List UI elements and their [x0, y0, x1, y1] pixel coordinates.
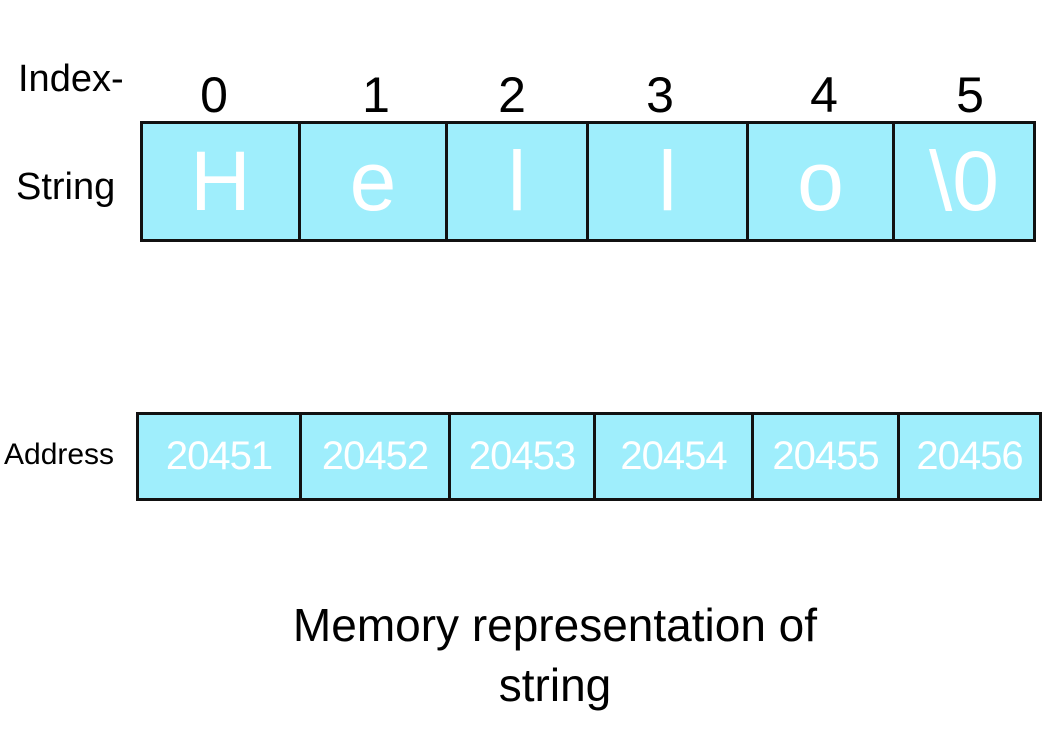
index-number: 3 — [646, 67, 674, 123]
char-cell: \0 — [895, 124, 1033, 239]
char-cell: e — [301, 124, 448, 239]
caption-line: Memory representation of — [292, 599, 818, 651]
char-cell: H — [143, 124, 301, 239]
char-cell: l — [589, 124, 749, 239]
address-cell: 20452 — [302, 415, 451, 498]
address-label: Address — [4, 438, 115, 471]
address-cell: 20453 — [451, 415, 596, 498]
index-number: 5 — [956, 67, 984, 123]
address-cell: 20455 — [754, 415, 900, 498]
index-number: 4 — [810, 67, 838, 123]
string-strip: H e l l o \0 — [140, 121, 1036, 242]
char-cell: l — [448, 124, 589, 239]
index-label: Index- — [18, 58, 124, 100]
address-strip: 20451 20452 20453 20454 20455 20456 — [136, 412, 1042, 501]
address-cell: 20451 — [139, 415, 302, 498]
caption-line: string — [498, 659, 612, 711]
index-number: 1 — [362, 67, 390, 123]
char-cell: o — [749, 124, 895, 239]
string-label: String — [16, 166, 116, 208]
index-number: 0 — [200, 67, 228, 123]
address-cell: 20456 — [900, 415, 1039, 498]
address-cell: 20454 — [596, 415, 754, 498]
index-number: 2 — [498, 67, 526, 123]
